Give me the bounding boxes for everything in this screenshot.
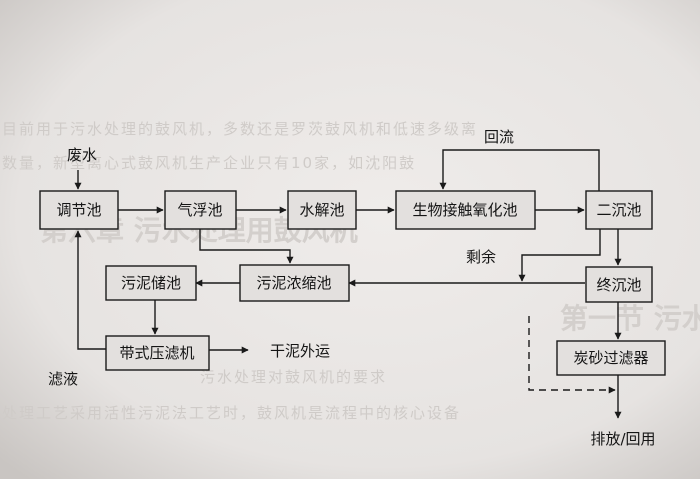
label-tiaojie: 调节池 [56,201,101,219]
label-shengwu: 生物接触氧化池 [412,201,517,219]
node-tansha: 炭砂过滤器 [556,340,666,376]
label-feishui: 废水 [67,146,97,164]
node-erchen: 二沉池 [585,190,653,230]
ghost-line-2: 数量，新型离心式鼓风机生产企业只有10家，如沈阳鼓 [2,154,416,172]
arrow-huiliu [439,149,600,191]
node-qifu: 气浮池 [164,190,237,230]
connectors [74,149,622,419]
process-boxes: 调节池 气浮池 水解池 生物接触氧化池 二沉池 污泥储池 污泥浓缩池 终沉池 [39,190,666,376]
label-qifu: 气浮池 [177,201,222,219]
flow-labels: 废水 回流 剩余 滤液 干泥外运 排放/回用 [48,128,656,448]
label-lvye: 滤液 [48,370,78,388]
label-erchen: 二沉池 [596,201,641,219]
node-daishi: 带式压滤机 [105,335,210,371]
ghost-line-5: 污水处理对鼓风机的要求 [200,368,387,386]
label-tansha: 炭砂过滤器 [573,349,648,367]
node-wuni-nongsuo: 污泥浓缩池 [239,264,350,302]
label-gannie: 干泥外运 [270,342,330,360]
label-daishi: 带式压滤机 [119,344,194,362]
arrow-lvye-tiaojie [74,230,106,350]
arrow-bypass-dashed [528,316,616,394]
node-wuni-chuchi: 污泥储池 [105,265,197,301]
label-shuijie: 水解池 [299,201,344,219]
label-wuni-chuchi: 污泥储池 [121,274,181,292]
node-tiaojie: 调节池 [39,190,119,230]
arrow-qifu-nongsuo [199,229,294,264]
ghost-line-6: 处理工艺采用活性污泥法工艺时，鼓风机是流程中的核心设备 [2,404,461,422]
node-shuijie: 水解池 [287,190,357,230]
ghost-line-4: 第一节 污水处理用风机基本情况 [560,302,700,335]
arrow-shengyu [518,229,601,282]
label-paifang: 排放/回用 [590,430,655,448]
label-wuni-nongsuo: 污泥浓缩池 [256,274,331,292]
bleed-through-text: 目前用于污水处理的鼓风机，多数还是罗茨鼓风机和低速多级离 数量，新型离心式鼓风机… [2,120,700,422]
label-zhongchen: 终沉池 [596,276,641,294]
label-shengyu: 剩余 [466,248,496,266]
ghost-line-1: 目前用于污水处理的鼓风机，多数还是罗茨鼓风机和低速多级离 [2,120,478,138]
node-zhongchen: 终沉池 [585,266,653,303]
node-shengwu: 生物接触氧化池 [395,190,536,230]
label-huiliu: 回流 [484,128,514,146]
